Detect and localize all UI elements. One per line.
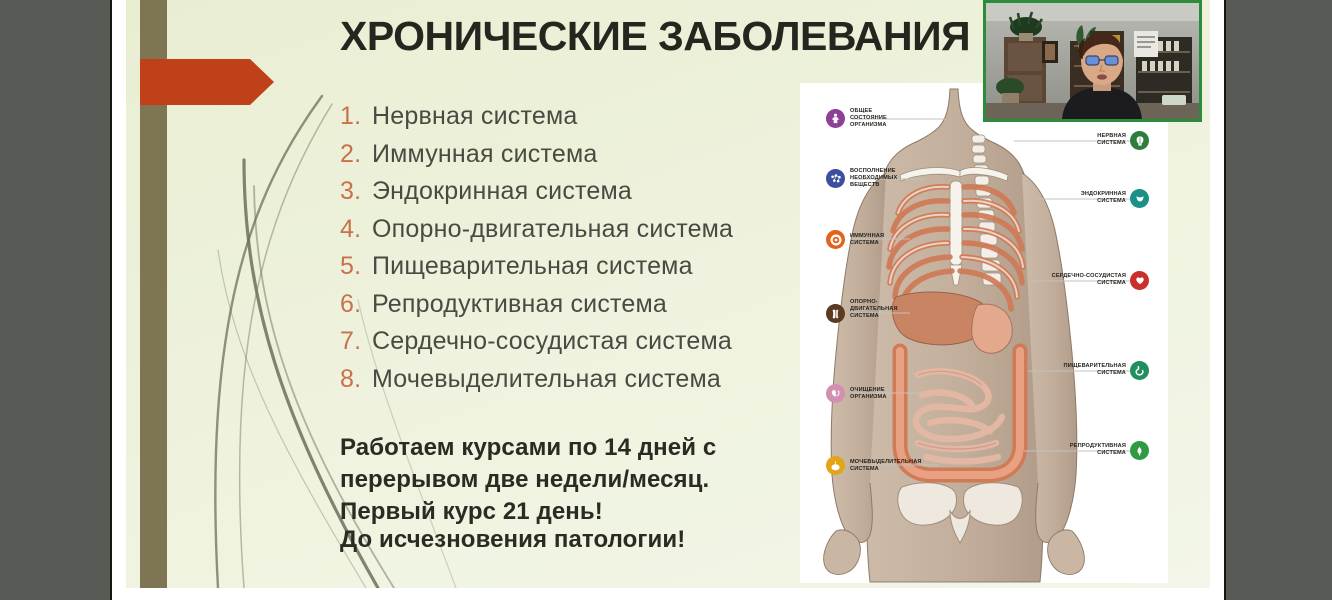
badge-immune-icon: [826, 230, 845, 249]
badge-nervous-icon: [1130, 131, 1149, 150]
person-icon: [832, 113, 839, 124]
list-item-number: 3.: [340, 177, 362, 205]
list-item-label: Опорно-двигательная система: [372, 214, 734, 243]
anat-label-cardiovascular-system: СЕРДЕЧНО-СОСУДИСТАЯ СИСТЕМА: [980, 273, 1126, 287]
list-item-label: Сердечно-сосудистая система: [372, 327, 733, 355]
anat-label-line: ДВИГАТЕЛЬНАЯ: [850, 306, 898, 312]
list-item-number: 8.: [340, 364, 362, 393]
anat-label-line: СИСТЕМА: [850, 466, 879, 472]
anat-label-general-condition: ОБЩЕЕ СОСТОЯНИЕ ОРГАНИЗМА: [850, 108, 887, 129]
anat-label-line: СИСТЕМА: [1097, 280, 1126, 286]
stomach-icon: [1134, 365, 1144, 376]
list-item-label: Пищеварительная система: [372, 252, 693, 280]
anat-label-line: ОРГАНИЗМА: [850, 394, 887, 400]
badge-molecule-icon: [826, 169, 845, 188]
anat-label-line: ОПОРНО-: [850, 299, 878, 305]
slide-left-rule: [110, 0, 112, 600]
thyroid-icon: [1136, 196, 1143, 202]
anat-label-line: СИСТЕМА: [1097, 140, 1126, 146]
course-schedule-note: Работаем курсами по 14 дней с перерывом …: [340, 434, 717, 525]
anat-label-body-cleansing: ОЧИЩЕНИЕ ОРГАНИЗМА: [850, 387, 887, 401]
anat-label-line: ВОСПОЛНЕНИЕ: [850, 168, 896, 174]
list-item: 1. Нервная система: [340, 98, 900, 136]
title-arrow-shape: [140, 59, 274, 105]
presenter-webcam-overlay[interactable]: [983, 0, 1202, 122]
badge-endocrine-icon: [1130, 189, 1149, 208]
anat-label-line: ОБЩЕЕ: [850, 108, 873, 114]
anat-label-line: СЕРДЕЧНО-СОСУДИСТАЯ: [1051, 273, 1126, 279]
list-item: 2. Иммунная система: [340, 136, 900, 174]
anat-label-endocrine-system: ЭНДОКРИННАЯ СИСТЕМА: [1012, 191, 1126, 205]
anat-label-line: МОЧЕВЫДЕЛИТЕЛЬНАЯ: [850, 459, 922, 465]
chronic-disease-list: 1. Нервная система 2. Иммунная система 3…: [340, 98, 900, 398]
anatomy-infographic: ОБЩЕЕ СОСТОЯНИЕ ОРГАНИЗМА ВОСПОЛНЕНИЕ НЕ…: [800, 83, 1168, 583]
heart-icon: [1135, 277, 1144, 285]
badge-urinary-icon: [826, 456, 845, 475]
anat-label-line: ИММУННАЯ: [850, 233, 885, 239]
anat-label-line: ОРГАНИЗМА: [850, 122, 887, 128]
anat-label-musculoskeletal-system: ОПОРНО- ДВИГАТЕЛЬНАЯ СИСТЕМА: [850, 299, 898, 320]
list-item-number: 1.: [340, 102, 362, 130]
badge-reproductive-icon: [1130, 441, 1149, 460]
anat-label-nutrient-replenishment: ВОСПОЛНЕНИЕ НЕОБХОДИМЫХ ВЕЩЕСТВ: [850, 168, 897, 189]
anat-label-line: СИСТЕМА: [1097, 450, 1126, 456]
list-item-label: Иммунная система: [372, 139, 598, 168]
anat-label-line: СОСТОЯНИЕ: [850, 115, 887, 121]
badge-detox-icon: [826, 384, 845, 403]
anat-label-line: ПИЩЕВАРИТЕЛЬНАЯ: [1063, 363, 1126, 369]
anat-label-reproductive-system: РЕПРОДУКТИВНАЯ СИСТЕМА: [1000, 443, 1126, 457]
list-item-label: Эндокринная система: [372, 177, 633, 205]
anat-label-line: НЕРВНАЯ: [1097, 133, 1126, 139]
list-item-number: 7.: [340, 327, 362, 355]
list-item: 5. Пищеварительная система: [340, 248, 900, 286]
kidney-icon: [831, 389, 840, 397]
molecule-icon: [830, 174, 841, 183]
badge-musculoskeletal-icon: [826, 304, 845, 323]
anat-label-urinary-system: МОЧЕВЫДЕЛИТЕЛЬНАЯ СИСТЕМА: [850, 459, 922, 473]
anat-label-immune-system: ИММУННАЯ СИСТЕМА: [850, 233, 884, 247]
list-item: 7. Сердечно-сосудистая система: [340, 323, 900, 361]
brain-icon: [1136, 135, 1143, 146]
slide-right-rule: [1224, 0, 1226, 600]
anat-label-line: СИСТЕМА: [1097, 370, 1126, 376]
shield-cell-icon: [829, 233, 842, 246]
list-item-label: Мочевыделительная система: [372, 364, 722, 393]
list-item-number: 5.: [340, 252, 362, 280]
badge-person-icon: [826, 109, 845, 128]
anat-label-line: СИСТЕМА: [850, 313, 879, 319]
anat-label-line: РЕПРОДУКТИВНАЯ: [1069, 443, 1126, 449]
badge-cardiovascular-icon: [1130, 271, 1149, 290]
anatomy-illustration: [800, 83, 1168, 583]
anat-label-nervous-system: НЕРВНАЯ СИСТЕМА: [1030, 133, 1126, 147]
anat-label-line: ОЧИЩЕНИЕ: [850, 387, 885, 393]
anat-label-line: СИСТЕМА: [1097, 198, 1126, 204]
bladder-icon: [831, 461, 840, 471]
webcam-video-frame: [986, 3, 1199, 119]
reproductive-icon: [1137, 446, 1142, 455]
list-item-number: 6.: [340, 289, 362, 318]
list-item-number: 2.: [340, 139, 362, 168]
page-title: ХРОНИЧЕСКИЕ ЗАБОЛЕВАНИЯ: [340, 13, 971, 59]
anat-label-line: ЭНДОКРИННАЯ: [1080, 191, 1126, 197]
list-item: 6. Репродуктивная система: [340, 286, 900, 324]
list-item: 4. Опорно-двигательная система: [340, 211, 900, 249]
badge-digestive-icon: [1130, 361, 1149, 380]
list-item-label: Нервная система: [372, 102, 578, 130]
list-item-label: Репродуктивная система: [372, 289, 668, 318]
anat-label-digestive-system: ПИЩЕВАРИТЕЛЬНАЯ СИСТЕМА: [996, 363, 1126, 377]
anat-label-line: СИСТЕМА: [850, 240, 879, 246]
list-item: 3. Эндокринная система: [340, 173, 900, 211]
course-outcome-note: До исчезновения патологии!: [340, 526, 686, 553]
list-item: 8. Мочевыделительная система: [340, 361, 900, 399]
list-item-number: 4.: [340, 214, 362, 243]
bone-icon: [832, 309, 839, 318]
anat-label-line: ВЕЩЕСТВ: [850, 182, 880, 188]
anat-label-line: НЕОБХОДИМЫХ: [850, 175, 898, 181]
